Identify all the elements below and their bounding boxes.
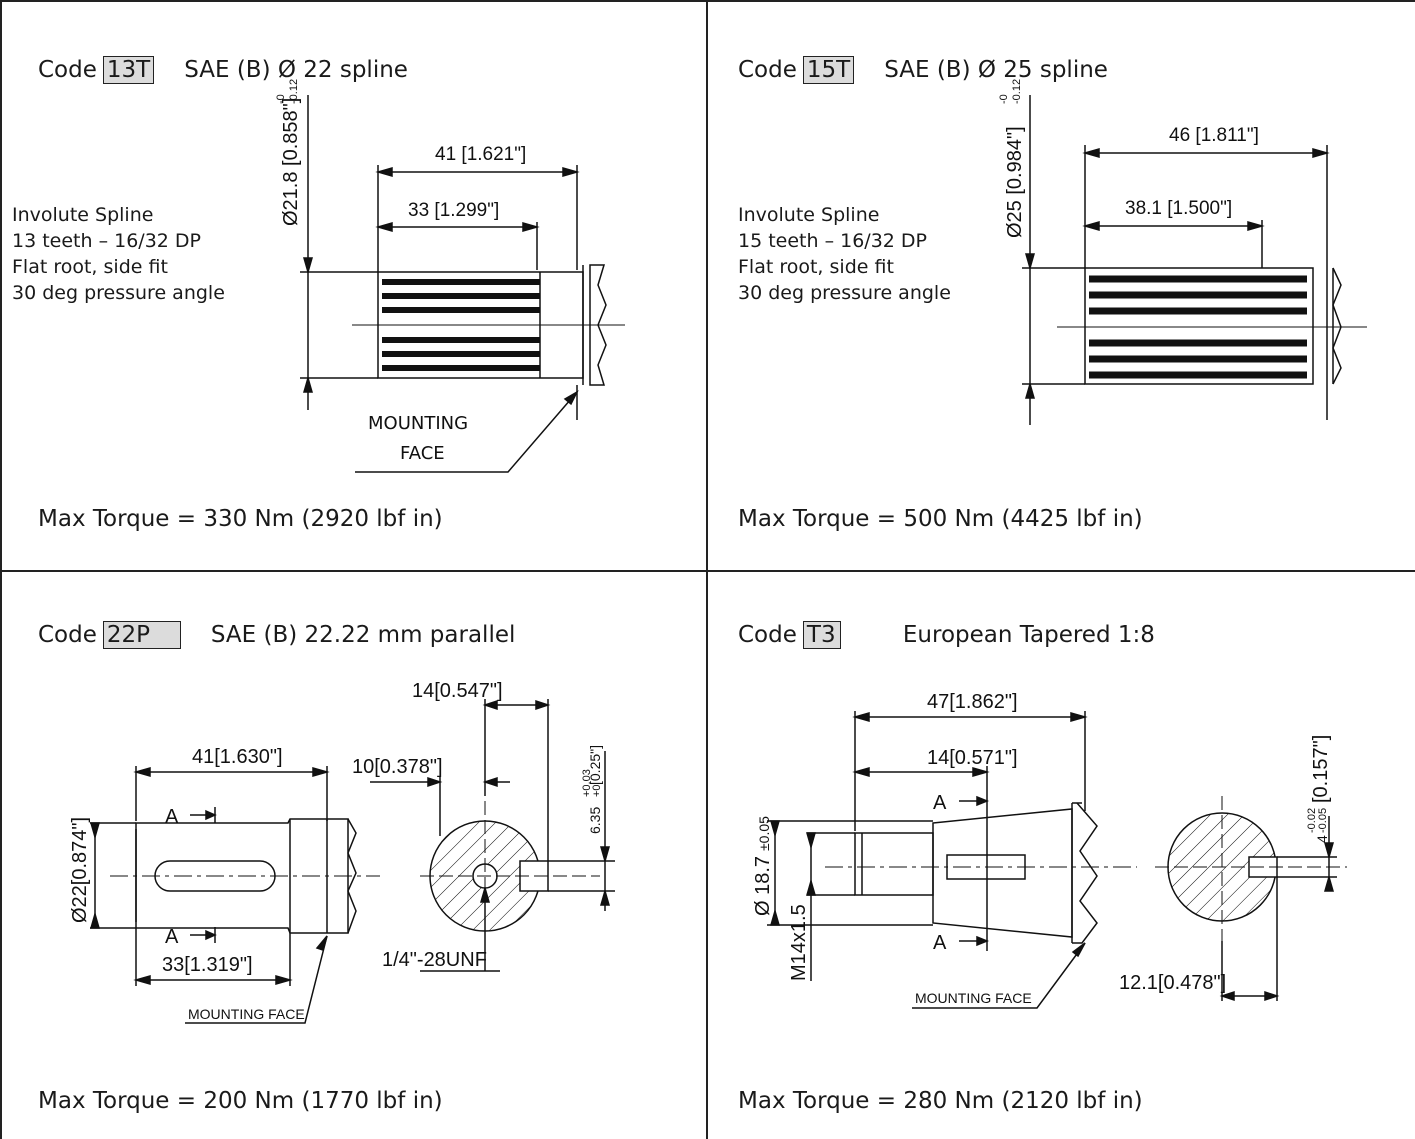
section-label: A [933, 932, 947, 954]
dia-dimension: Ø 18.7 [752, 856, 774, 916]
max-torque-13t: Max Torque = 330 Nm (2920 lbf in) [38, 506, 443, 532]
mounting-face-label: MOUNTING FACE [188, 1006, 305, 1022]
spline-length: 33 [1.299"] [408, 200, 499, 221]
key-width-inch: [0.157"] [1310, 735, 1332, 803]
code-box-15t: 15T [802, 56, 855, 84]
spec-line: 30 deg pressure angle [12, 282, 225, 304]
mounting-face-label: MOUNTING [368, 413, 468, 434]
width-14: 14[0.547"] [412, 680, 503, 702]
section-label: A [165, 806, 179, 828]
key-length: 33[1.319"] [162, 954, 253, 976]
drawing-15t: Ø25 [0.984"] -0 -0.12 46 [1.811"] 38.1 [… [998, 79, 1367, 425]
length-12-1: 12.1[0.478"] [1119, 972, 1226, 994]
code-box-t3: T3 [802, 621, 841, 649]
drawing-13t: Ø21.8 [0.858"] -0 -0.12 41 [1.621"] 33 [… [275, 79, 625, 473]
section-label: A [933, 792, 947, 814]
tol-lower: -0.12 [288, 79, 300, 104]
shaft-description: European Tapered 1:8 [902, 622, 1155, 648]
spec-line: Flat root, side fit [12, 256, 168, 278]
shaft-description: SAE (B) 22.22 mm parallel [210, 622, 516, 648]
code-box-22p: 22P [102, 621, 181, 649]
spec-line: Flat root, side fit [738, 256, 894, 278]
thread-spec: M14x1.5 [788, 904, 810, 981]
thread-spec: 1/4"-28UNF [382, 949, 487, 971]
spline-specs-13t: Involute Spline 13 teeth – 16/32 DP Flat… [12, 202, 225, 306]
code-label: Code [738, 622, 797, 648]
code-label: Code [38, 622, 97, 648]
shaft-description: SAE (B) Ø 22 spline [184, 57, 408, 83]
spec-line: Involute Spline [12, 204, 154, 226]
dia-dimension: Ø22[0.874"] [69, 817, 91, 923]
spec-line: Involute Spline [738, 204, 880, 226]
code-label: Code [738, 57, 797, 83]
length-14: 14[0.571"] [927, 747, 1018, 769]
spline-specs-15t: Involute Spline 15 teeth – 16/32 DP Flat… [738, 202, 951, 306]
overall-length: 46 [1.811"] [1169, 125, 1259, 146]
key-width: 4 [1314, 835, 1330, 843]
drawing-22p: 41[1.630"] Ø22[0.874"] A A 33[1.319"] [69, 680, 615, 1024]
drawing-t3: 47[1.862"] 14[0.571"] A A Ø 18.7 ±0.05 [752, 691, 1347, 1009]
width-10: 10[0.378"] [352, 756, 443, 778]
spline-length: 38.1 [1.500"] [1125, 198, 1232, 219]
code-box-13t: 13T [102, 56, 155, 84]
key-tol-lower: +0 [591, 784, 603, 797]
spec-line: 13 teeth – 16/32 DP [12, 230, 201, 252]
spec-line: 15 teeth – 16/32 DP [738, 230, 927, 252]
key-tol-lower: -0.05 [1317, 808, 1329, 833]
tol-upper: -0 [275, 94, 287, 104]
spec-line: 30 deg pressure angle [738, 282, 951, 304]
overall-length: 41 [1.621"] [435, 144, 526, 165]
max-torque-22p: Max Torque = 200 Nm (1770 lbf in) [38, 1088, 443, 1114]
dia-dimension: Ø21.8 [0.858"] [280, 98, 302, 226]
key-tol-upper: -0.02 [1306, 808, 1318, 833]
shaft-description: SAE (B) Ø 25 spline [884, 57, 1108, 83]
tol-upper: -0 [998, 94, 1010, 104]
key-width: 6.35 [587, 807, 603, 834]
max-torque-t3: Max Torque = 280 Nm (2120 lbf in) [738, 1088, 1143, 1114]
overall-length: 47[1.862"] [927, 691, 1018, 713]
dia-dimension: Ø25 [0.984"] [1004, 126, 1026, 238]
mounting-face-label: FACE [400, 443, 445, 464]
dia-tolerance: ±0.05 [756, 816, 772, 851]
tol-lower: -0.12 [1011, 79, 1023, 104]
code-label: Code [38, 57, 97, 83]
section-label: A [165, 926, 179, 948]
mounting-face-label: MOUNTING FACE [915, 990, 1032, 1006]
max-torque-15t: Max Torque = 500 Nm (4425 lbf in) [738, 506, 1143, 532]
overall-length: 41[1.630"] [192, 746, 283, 768]
key-tol-upper: +0.03 [581, 769, 593, 797]
key-width-inch: [0.25"] [587, 745, 603, 785]
